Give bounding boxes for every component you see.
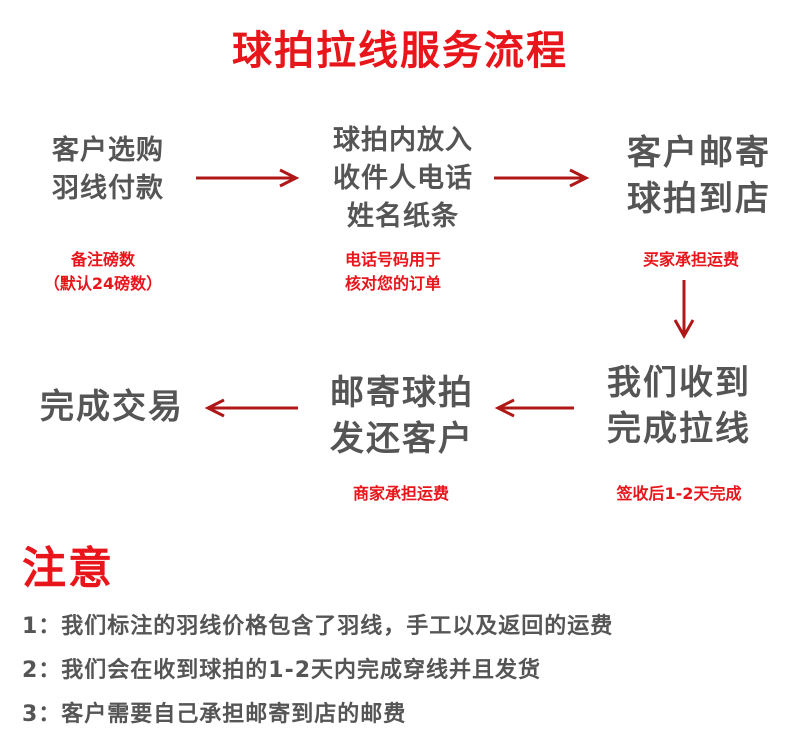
- flow-arrow-right-icon: [196, 168, 300, 188]
- flow-arrow-down-icon: [672, 280, 696, 340]
- step-select-and-pay: 客户选购 羽线付款: [28, 132, 188, 208]
- page-title: 球拍拉线服务流程: [232, 28, 568, 74]
- step-line: 发还客户: [330, 419, 474, 459]
- step-received-stringing: 我们收到 完成拉线: [584, 360, 774, 452]
- step-line: 邮寄球拍: [330, 373, 474, 413]
- step-insert-note: 球拍内放入 收件人电话 姓名纸条: [318, 122, 488, 236]
- step-note-phone: 电话号码用于 核对您的订单: [344, 250, 441, 293]
- step-line: 客户选购: [52, 135, 164, 166]
- step-line: 我们收到: [607, 363, 751, 403]
- step-ship-back: 邮寄球拍 发还客户: [312, 370, 492, 462]
- notice-item: 2：我们会在收到球拍的1-2天内完成穿线并且发货: [22, 658, 542, 683]
- step-line: 姓名纸条: [347, 201, 459, 232]
- step-line: 羽线付款: [52, 173, 164, 204]
- step-note-completion-time: 签收后1-2天完成: [616, 484, 742, 503]
- step-line: 完成拉线: [607, 409, 751, 449]
- notice-heading: 注意: [22, 543, 114, 594]
- notice-item: 3：客户需要自己承担邮寄到店的邮费: [22, 702, 407, 727]
- notice-item: 1：我们标注的羽线价格包含了羽线，手工以及返回的运费: [22, 614, 614, 639]
- step-line: 收件人电话: [333, 163, 473, 194]
- step-line: 球拍内放入: [333, 125, 473, 156]
- step-customer-ships: 客户邮寄 球拍到店: [604, 130, 794, 222]
- step-line: 球拍到店: [627, 179, 771, 219]
- step-line: 客户邮寄: [627, 133, 771, 173]
- step-note-buyer-pays: 买家承担运费: [642, 250, 739, 269]
- step-note-merchant-pays: 商家承担运费: [352, 484, 449, 503]
- step-transaction-complete: 完成交易: [24, 384, 200, 430]
- step-line: 完成交易: [40, 387, 184, 427]
- flow-arrow-left-icon: [494, 398, 574, 418]
- flow-arrow-left-icon: [204, 398, 298, 418]
- flow-arrow-right-icon: [494, 168, 590, 188]
- step-note-tension: 备注磅数 （默认24磅数）: [43, 250, 163, 293]
